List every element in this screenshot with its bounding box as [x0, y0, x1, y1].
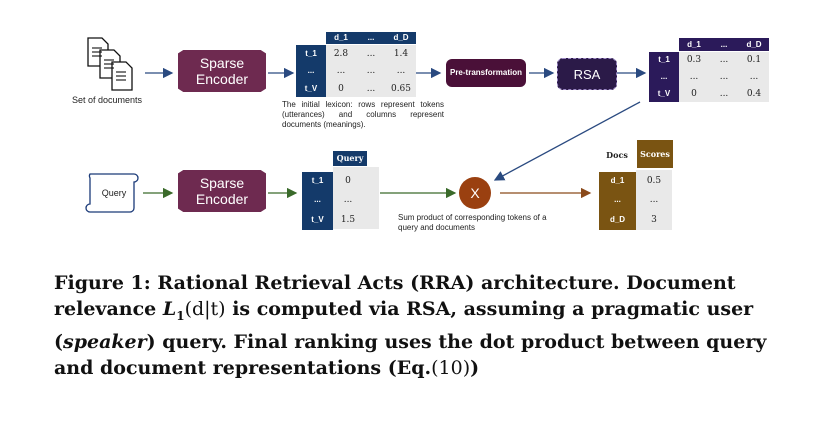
lexicon-table-body: [326, 45, 416, 97]
query-col-header: Query: [333, 151, 367, 166]
caption-part1: Figure 1: Rational Retrieval Acts (RRA) …: [54, 272, 736, 320]
query-cell: 0: [345, 176, 351, 186]
figure-caption: Figure 1: Rational Retrieval Acts (RRA) …: [54, 270, 779, 381]
rsa-cell: 0.1: [746, 55, 762, 65]
rsa-cell: ...: [749, 72, 759, 82]
rsa-cell: ...: [719, 72, 729, 82]
query-row-header: t_V: [302, 210, 333, 230]
documents-icon: [87, 37, 133, 91]
scores-cell: 3: [651, 215, 657, 225]
caption-eq-num: (10): [431, 356, 471, 379]
scores-cell: 0.5: [646, 176, 662, 186]
dot-product-note: Sum product of corresponding tokens of a…: [398, 213, 547, 232]
lexicon-col-header: ...: [356, 32, 386, 44]
rsa-col-header: ...: [709, 38, 739, 51]
lexicon-cell: ...: [396, 66, 406, 76]
documents-label: Set of documents: [72, 95, 143, 105]
scores-row-header: d_1: [599, 172, 636, 190]
rsa-cell: ...: [719, 89, 729, 99]
rsa-cell: ...: [719, 55, 729, 65]
scores-cell: ...: [649, 195, 659, 205]
lexicon-col-header: d_1: [326, 32, 356, 44]
query-cell: 1.5: [340, 215, 356, 225]
caption-part3: ) query. Final ranking uses the dot prod…: [54, 330, 767, 379]
rsa-cell: 0.3: [686, 55, 702, 65]
lexicon-col-header: d_D: [386, 32, 416, 44]
rsa-col-header: d_1: [679, 38, 709, 51]
lexicon-cell: ...: [366, 49, 376, 59]
caption-math-args: (d|t): [184, 298, 226, 320]
scores-row-header: ...: [599, 190, 636, 210]
rsa-row-header: ...: [649, 68, 679, 86]
rsa-col-header: d_D: [739, 38, 769, 51]
lexicon-cell: 2.8: [333, 49, 349, 59]
query-row-header: ...: [302, 190, 333, 210]
scores-row-header: d_D: [599, 210, 636, 230]
query-row-header: t_1: [302, 172, 333, 190]
sparse-encoder-query: Sparse Encoder: [178, 170, 266, 212]
lexicon-cell: 1.4: [393, 49, 409, 59]
rsa-row-header: t_V: [649, 86, 679, 102]
lexicon-cell: ...: [366, 66, 376, 76]
caption-math: L: [162, 298, 177, 320]
arrows-layer: [143, 67, 647, 199]
pretransformation-box: Pre-transformation: [446, 59, 526, 87]
rsa-cell: ...: [689, 72, 699, 82]
caption-part4: ): [470, 356, 480, 379]
lexicon-cell: ...: [336, 66, 346, 76]
scores-header: Scores: [637, 140, 673, 168]
query-scroll-icon: [85, 173, 139, 213]
caption-part2: is computed via RSA, assuming a pragmati…: [54, 298, 754, 353]
rsa-box: RSA: [557, 58, 617, 90]
query-table-body: [333, 167, 379, 229]
query-label: Query: [101, 188, 127, 198]
rsa-table-body: [679, 52, 769, 102]
rsa-cell: 0: [691, 89, 697, 99]
lexicon-cell: 0: [338, 84, 344, 94]
scores-table-body: [636, 170, 672, 230]
lexicon-cell: ...: [366, 84, 376, 94]
arrow-rsa-table-to-product: [493, 101, 641, 181]
rsa-cell: 0.4: [746, 89, 762, 99]
caption-speaker: speaker: [63, 330, 147, 353]
lexicon-row-header: t_V: [296, 80, 326, 97]
dot-product-node: X: [459, 177, 491, 209]
rsa-row-header: t_1: [649, 52, 679, 68]
lexicon-note: The initial lexicon: rows represent toke…: [282, 100, 444, 129]
lexicon-cell: 0.65: [390, 84, 412, 94]
sparse-encoder-docs: Sparse Encoder: [178, 50, 266, 92]
query-cell: ...: [343, 195, 353, 205]
caption-math-sub: 1: [176, 308, 185, 323]
lexicon-row-header: ...: [296, 62, 326, 80]
docs-header: Docs: [606, 150, 628, 160]
lexicon-row-header: t_1: [296, 45, 326, 62]
